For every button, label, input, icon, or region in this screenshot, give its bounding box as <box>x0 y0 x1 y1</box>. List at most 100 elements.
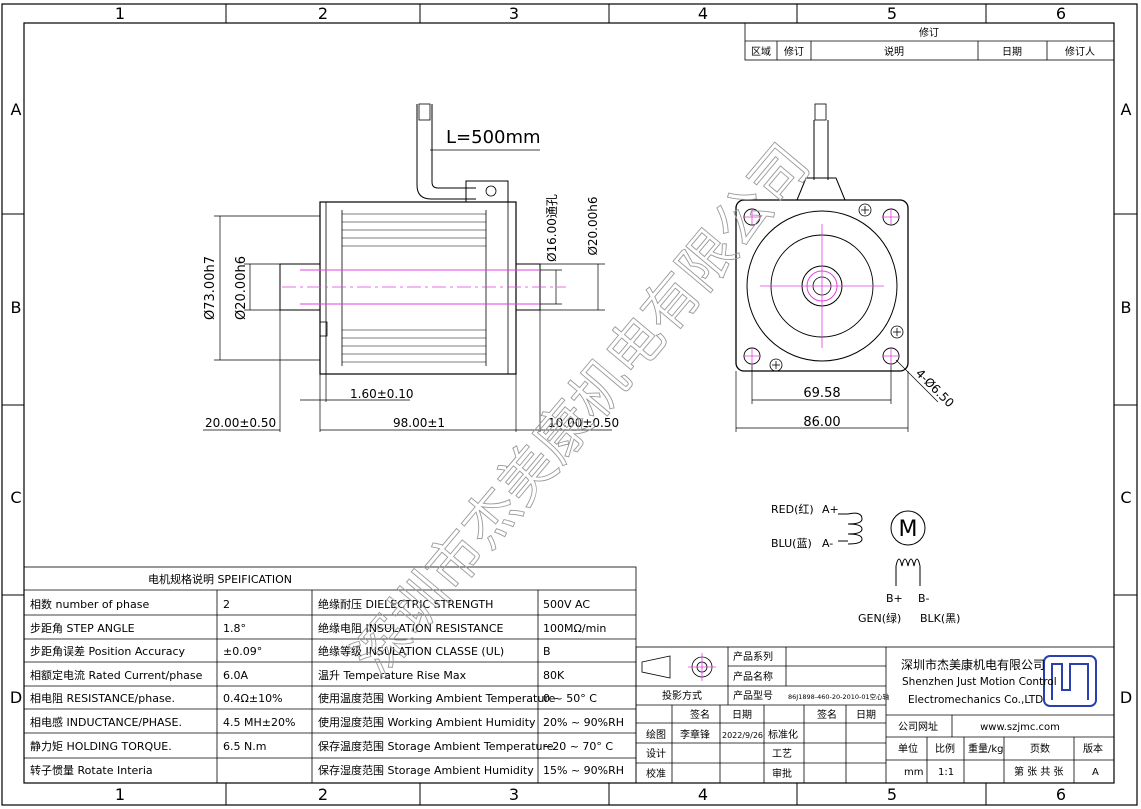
spec-label-2: 保存湿度范围 Storage Ambient Humidity <box>318 763 534 777</box>
spec-label: 相电阻 RESISTANCE/phase. <box>30 692 175 705</box>
zone-col-4-bottom: 4 <box>698 785 708 804</box>
zone-col-5: 5 <box>887 4 897 23</box>
dim-flange-size: 86.00 <box>803 415 840 430</box>
spec-value: 6.5 N.m <box>223 740 266 753</box>
zone-col-6-bottom: 6 <box>1056 785 1066 804</box>
zone-row-c: C <box>10 488 21 507</box>
wire-red-label: RED(红) <box>771 503 814 516</box>
tb-std-label: 标准化 <box>768 728 798 741</box>
tb-check-label: 校准 <box>646 767 666 780</box>
tb-sign-label-2: 签名 <box>817 708 837 721</box>
tb-name-label: 产品名称 <box>733 670 773 683</box>
side-view-dimensions <box>203 149 612 432</box>
spec-label: 相电感 INDUCTANCE/PHASE. <box>30 716 182 729</box>
zone-row-b: B <box>11 298 22 317</box>
tb-scale-label: 比例 <box>935 742 955 755</box>
wire-blu-label: BLU(蓝) <box>771 537 812 550</box>
cable-length-label: L=500mm <box>446 127 541 148</box>
zone-row-d: D <box>10 688 22 707</box>
tb-date-label-2: 日期 <box>856 709 876 721</box>
title-block <box>635 646 1115 784</box>
tb-company-en-1: Shenzhen Just Motion Control <box>902 676 1057 688</box>
dim-right-extension: 10.00±0.50 <box>548 416 619 430</box>
wire-gen-label: GEN(绿) <box>858 611 901 625</box>
spec-label: 静力矩 HOLDING TORQUE. <box>30 739 172 753</box>
tb-weight-label: 重量/kg <box>968 742 1004 755</box>
spec-value: 2 <box>223 598 230 611</box>
tb-draw-date: 2022/9/26 <box>722 731 763 740</box>
tb-sign-label: 签名 <box>690 708 710 721</box>
spec-value-2: 500V AC <box>543 598 590 611</box>
dim-bore-diameter: Ø16.00通孔 <box>545 194 559 262</box>
zone-col-5-bottom: 5 <box>887 785 897 804</box>
spec-label-2: 保存温度范围 Storage Ambient Temperature <box>318 739 554 753</box>
wire-b-minus: B- <box>918 592 930 605</box>
zone-col-6: 6 <box>1056 4 1066 23</box>
dim-left-extension: 20.00±0.50 <box>205 416 276 430</box>
spec-label-2: 绝缘电阻 INSULATION RESISTANCE <box>318 621 504 635</box>
spec-value: 0.4Ω±10% <box>223 692 283 705</box>
tb-version: A <box>1092 767 1099 778</box>
spec-label: 转子惯量 Rotate Interia <box>30 763 153 777</box>
wire-a-plus: A+ <box>822 503 839 516</box>
wiring-diagram: RED(红) A+ BLU(蓝) A- M B+ B- GEN(绿) BLK(黑… <box>771 503 960 625</box>
zone-col-4: 4 <box>698 4 708 23</box>
spec-label: 相额定电流 Rated Current/phase <box>30 668 203 682</box>
dim-body-length: 98.00±1 <box>393 416 445 430</box>
spec-value: 1.8° <box>223 622 246 635</box>
spec-label-2: 使用湿度范围 Working Ambient Humidity <box>318 715 536 729</box>
tb-series-label: 产品系列 <box>733 650 773 663</box>
front-view-dimensions <box>735 359 939 432</box>
revision-header-rev: 修订 <box>784 45 804 58</box>
dim-shaft-diameter: Ø20.00h6 <box>586 196 600 255</box>
zone-col-3-bottom: 3 <box>509 785 519 804</box>
wire-b-plus: B+ <box>886 592 903 605</box>
tb-model-value: 86J1898-460-20-2010-01空心轴 <box>788 692 890 701</box>
spec-label-2: 温升 Temperature Rise Max <box>318 669 467 682</box>
tb-version-label: 版本 <box>1083 742 1103 755</box>
spec-value-2: B <box>543 645 551 658</box>
revision-title: 修订 <box>919 26 939 39</box>
spec-value: ±0.09° <box>223 645 262 658</box>
zone-row-d-right: D <box>1120 688 1132 707</box>
spec-value-2: −20 ~ 70° C <box>543 740 613 753</box>
revision-header-by: 修订人 <box>1065 45 1095 58</box>
zone-row-a: A <box>11 100 22 119</box>
front-view-motor <box>735 103 909 372</box>
side-view-motor <box>279 103 566 375</box>
spec-value-2: 20% ~ 90%RH <box>543 716 624 729</box>
tb-design-label: 设计 <box>646 747 666 760</box>
spec-label-2: 绝缘等级 INSULATION CLASSE (UL) <box>318 644 504 658</box>
revision-header-date: 日期 <box>1002 46 1022 58</box>
tb-approve-label: 审批 <box>772 767 792 780</box>
zone-row-a-right: A <box>1121 100 1132 119</box>
spec-label-2: 使用温度范围 Working Ambient Temperature <box>318 691 556 705</box>
zone-col-2-bottom: 2 <box>318 785 328 804</box>
tb-company-en-2: Electromechanics Co.,LTD <box>908 694 1043 706</box>
spec-label: 相数 number of phase <box>30 598 149 611</box>
tb-date-label: 日期 <box>732 709 752 721</box>
dim-hole-spacing: 69.58 <box>803 386 840 401</box>
tb-pages-label: 页数 <box>1030 742 1050 755</box>
spec-value: 6.0A <box>223 669 248 682</box>
spec-value-2: 15% ~ 90%RH <box>543 764 624 777</box>
tb-projection-label: 投影方式 <box>662 689 702 702</box>
zone-col-3: 3 <box>509 4 519 23</box>
tb-company-cn: 深圳市杰美康机电有限公司 <box>901 657 1045 672</box>
spec-label: 步距角 STEP ANGLE <box>30 622 135 635</box>
dim-boss-diameter: Ø20.00h6 <box>234 256 249 320</box>
dim-body-diameter: Ø73.00h7 <box>203 256 218 320</box>
tb-website-label: 公司网址 <box>898 720 938 733</box>
zone-col-1-bottom: 1 <box>115 785 125 804</box>
tb-draw-label: 绘图 <box>646 728 666 741</box>
tb-pages: 第 张 共 张 <box>1014 765 1064 778</box>
tb-craft-label: 工艺 <box>772 748 792 760</box>
zone-row-b-right: B <box>1121 298 1132 317</box>
wire-blk-label: BLK(黑) <box>920 612 960 625</box>
spec-value-2: 100MΩ/min <box>543 622 606 635</box>
spec-value-2: 80K <box>543 669 565 682</box>
zone-col-1: 1 <box>115 4 125 23</box>
dim-mounting-holes: 4-Ø6.50 <box>913 366 957 410</box>
spec-value: 4.5 MH±20% <box>223 716 295 729</box>
